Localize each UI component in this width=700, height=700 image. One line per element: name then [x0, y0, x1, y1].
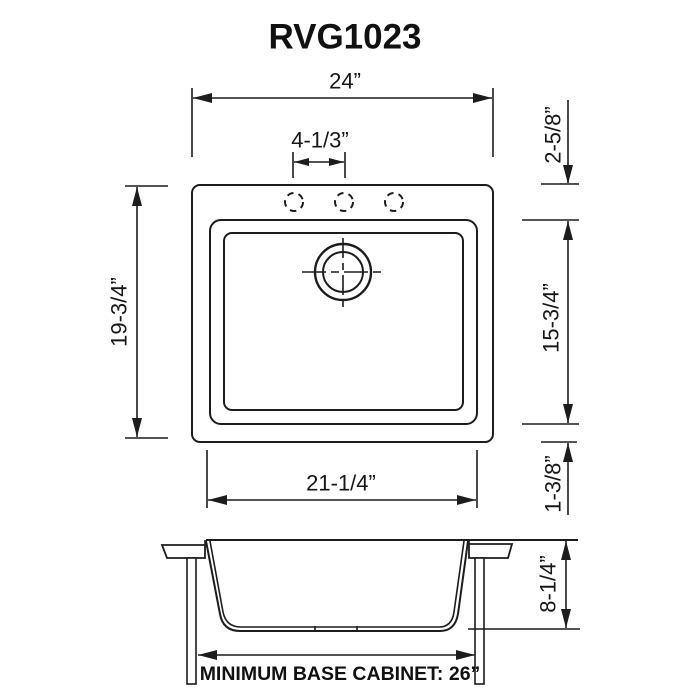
drain — [302, 238, 385, 311]
arrowhead-icon — [193, 93, 212, 103]
dim-label-overall-depth: 19-3/4” — [107, 277, 132, 347]
model-title: RVG1023 — [268, 18, 421, 57]
bowl-bottom — [223, 232, 464, 411]
dim-label-rim-offset-top: 2-5/8” — [541, 106, 566, 163]
left-cabinet-wall — [186, 557, 197, 685]
arrowhead-icon — [132, 187, 142, 206]
right-cabinet-wall — [474, 557, 485, 685]
sink-outer-edge — [191, 184, 494, 443]
bowl-profile-outer — [205, 540, 469, 632]
dim-label-overall-width: 24” — [329, 69, 361, 94]
dim-overall-depth: 19-3/4” — [107, 185, 168, 439]
dim-label-rim-offset-bottom: 1-3/8” — [541, 455, 566, 512]
arrowhead-icon — [329, 158, 344, 166]
arrowhead-icon — [563, 221, 573, 240]
left-rim-flange — [160, 544, 206, 559]
arrowhead-icon — [563, 165, 573, 184]
bowl-rim — [209, 219, 478, 425]
dim-base-cabinet: MINIMUM BASE CABINET: 26” — [198, 650, 480, 685]
dim-rim-offset-top: 2-5/8” — [541, 100, 579, 185]
dim-bowl-depth-plan: 15-3/4” — [522, 219, 579, 425]
dim-rim-offset-bottom: 1-3/8” — [541, 441, 577, 515]
right-rim-flange — [468, 543, 514, 559]
arrowhead-icon — [198, 650, 217, 660]
dim-label-bowl-front-to-back: 15-3/4” — [539, 283, 564, 353]
dim-bowl-width: 21-1/4” — [206, 450, 478, 508]
top-view — [191, 184, 494, 443]
arrowhead-icon — [208, 495, 227, 505]
faucet-hole-icon — [284, 192, 304, 212]
base-cabinet-note: MINIMUM BASE CABINET: 26” — [200, 663, 481, 685]
faucet-hole-icon — [334, 192, 354, 212]
arrowhead-icon — [561, 609, 571, 628]
dim-label-bowl-width: 21-1/4” — [306, 471, 376, 496]
arrowhead-icon — [473, 93, 492, 103]
arrowhead-icon — [563, 443, 573, 462]
arrowhead-icon — [563, 404, 573, 423]
dim-label-bowl-height: 8-1/4” — [536, 555, 561, 612]
arrowhead-icon — [132, 418, 142, 437]
arrowhead-icon — [294, 158, 309, 166]
arrowhead-icon — [457, 495, 476, 505]
dim-faucet-spacing: 4-1/3” — [291, 128, 349, 178]
dim-label-faucet-spacing: 4-1/3” — [291, 128, 348, 153]
arrowhead-icon — [561, 541, 571, 560]
dim-overall-width: 24” — [191, 69, 494, 157]
faucet-hole-icon — [384, 192, 404, 212]
arrowhead-icon — [456, 650, 475, 660]
dim-bowl-height: 8-1/4” — [468, 541, 580, 630]
faucet-holes — [284, 192, 404, 212]
side-view — [160, 539, 578, 685]
bowl-profile-inner — [209, 540, 465, 628]
